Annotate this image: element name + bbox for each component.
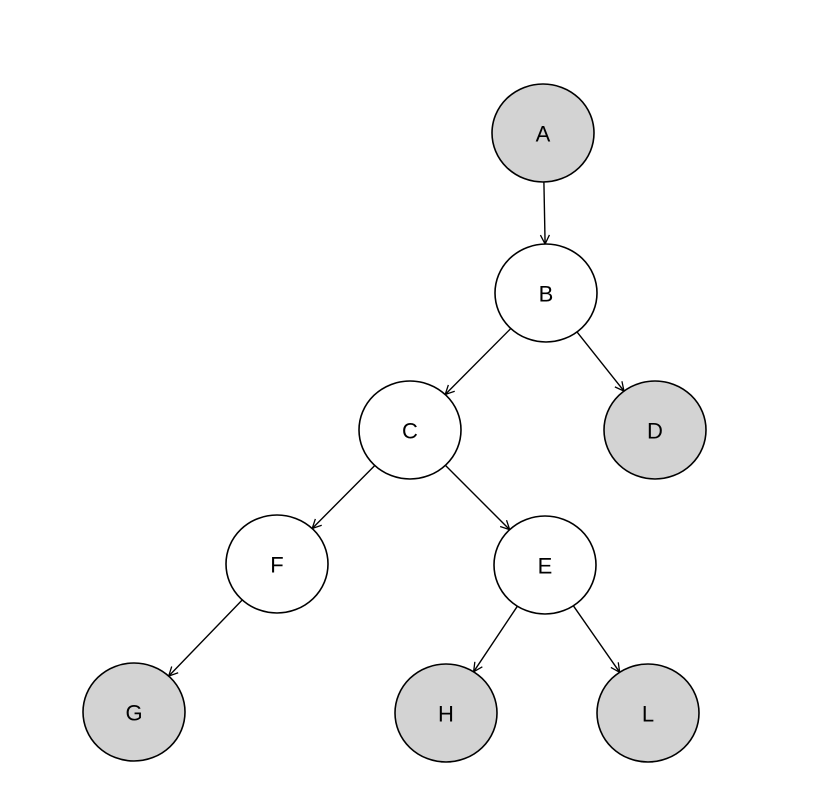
node-circle-b xyxy=(494,243,598,343)
node-e: E xyxy=(493,515,597,615)
node-c: C xyxy=(358,380,462,480)
node-d: D xyxy=(603,380,707,480)
node-circle-e xyxy=(493,515,597,615)
node-circle-d xyxy=(603,380,707,480)
node-circle-f xyxy=(225,514,329,614)
node-h: H xyxy=(394,663,498,763)
node-g: G xyxy=(82,662,186,762)
edge-c-f xyxy=(311,465,376,530)
node-f: F xyxy=(225,514,329,614)
node-circle-c xyxy=(358,380,462,480)
edge-c-e xyxy=(444,464,511,531)
node-circle-g xyxy=(82,662,186,762)
edge-a-b xyxy=(539,181,551,246)
node-l: L xyxy=(596,663,700,763)
edge-e-l xyxy=(572,605,621,674)
edge-e-h xyxy=(472,605,518,674)
node-circle-h xyxy=(394,663,498,763)
edge-b-d xyxy=(576,331,625,393)
node-circle-l xyxy=(596,663,700,763)
node-b: B xyxy=(494,243,598,343)
node-circle-a xyxy=(491,83,595,183)
edge-f-g xyxy=(167,599,243,678)
edge-b-c xyxy=(444,328,512,396)
node-a: A xyxy=(491,83,595,183)
